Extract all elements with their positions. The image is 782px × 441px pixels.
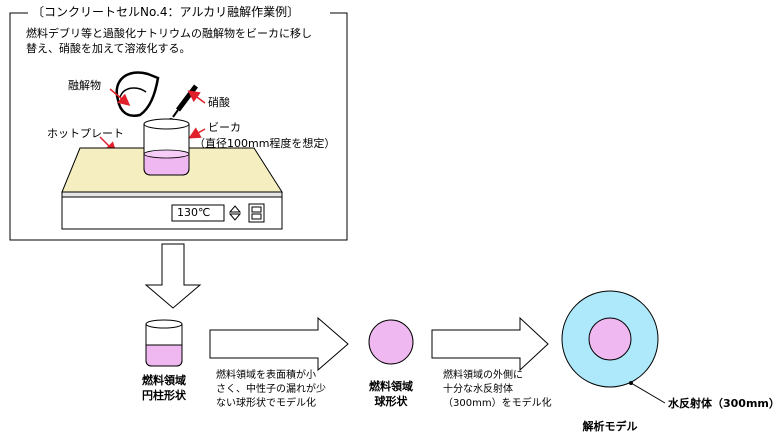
temperature-display: 130℃ xyxy=(177,206,211,219)
nitric-acid-label: 硝酸 xyxy=(208,96,230,109)
box-description-line2: 替え、硝酸を加えて溶液化する。 xyxy=(26,42,191,55)
reflector-label: 水反射体（300mm） xyxy=(668,397,780,410)
analysis-model-label: 解析モデル xyxy=(582,420,638,433)
beaker-label: ビーカ xyxy=(208,121,241,134)
work-example-frame xyxy=(9,12,348,241)
arrow2-text-line1: 燃料領域の外側に xyxy=(443,370,523,381)
arrow1-text-line3: ない球形状でモデル化 xyxy=(216,398,316,409)
temperature-arrows-icon xyxy=(228,205,242,221)
melt-crucible xyxy=(115,71,160,117)
stage1-label-line1: 燃料領域 xyxy=(142,374,186,387)
stage1-label-line2: 円柱形状 xyxy=(142,389,186,402)
sphere-shape xyxy=(368,319,414,365)
arrow1-text-line1: 燃料領域を表面積が小 xyxy=(216,370,316,381)
flow-arrow-2 xyxy=(431,316,549,372)
cylinder-shape xyxy=(145,319,183,367)
down-flow-arrow xyxy=(144,243,202,309)
reflector-leader-dot xyxy=(629,381,633,385)
power-switch-icon xyxy=(248,203,265,223)
arrow2-text-line2: 十分な水反射体 xyxy=(443,384,513,395)
stage2-label-line1: 燃料領域 xyxy=(369,380,413,393)
beaker-note: （直径100mm程度を想定） xyxy=(194,137,336,150)
melt-arrow xyxy=(109,88,131,106)
melt-label: 融解物 xyxy=(68,79,101,92)
reflector-leader-line xyxy=(630,382,666,404)
analysis-model xyxy=(561,290,659,388)
box-description-line1: 燃料デブリ等と過酸化ナトリウムの融解物をビーカに移し xyxy=(26,27,312,40)
stage2-label-line2: 球形状 xyxy=(374,395,408,408)
hotplate-label: ホットプレート xyxy=(47,127,124,140)
arrow2-text-line3: （300mm）をモデル化 xyxy=(443,398,552,409)
acid-arrow xyxy=(187,90,206,104)
acid-dropper xyxy=(168,84,198,124)
box-title: 〔コンクリートセルNo.4：アルカリ融解作業例〕 xyxy=(32,5,300,19)
flow-arrow-1 xyxy=(209,316,349,372)
beaker-arrow xyxy=(188,127,206,139)
beaker xyxy=(143,118,190,176)
arrow1-text-line2: さく、中性子の漏れが少 xyxy=(216,384,326,395)
